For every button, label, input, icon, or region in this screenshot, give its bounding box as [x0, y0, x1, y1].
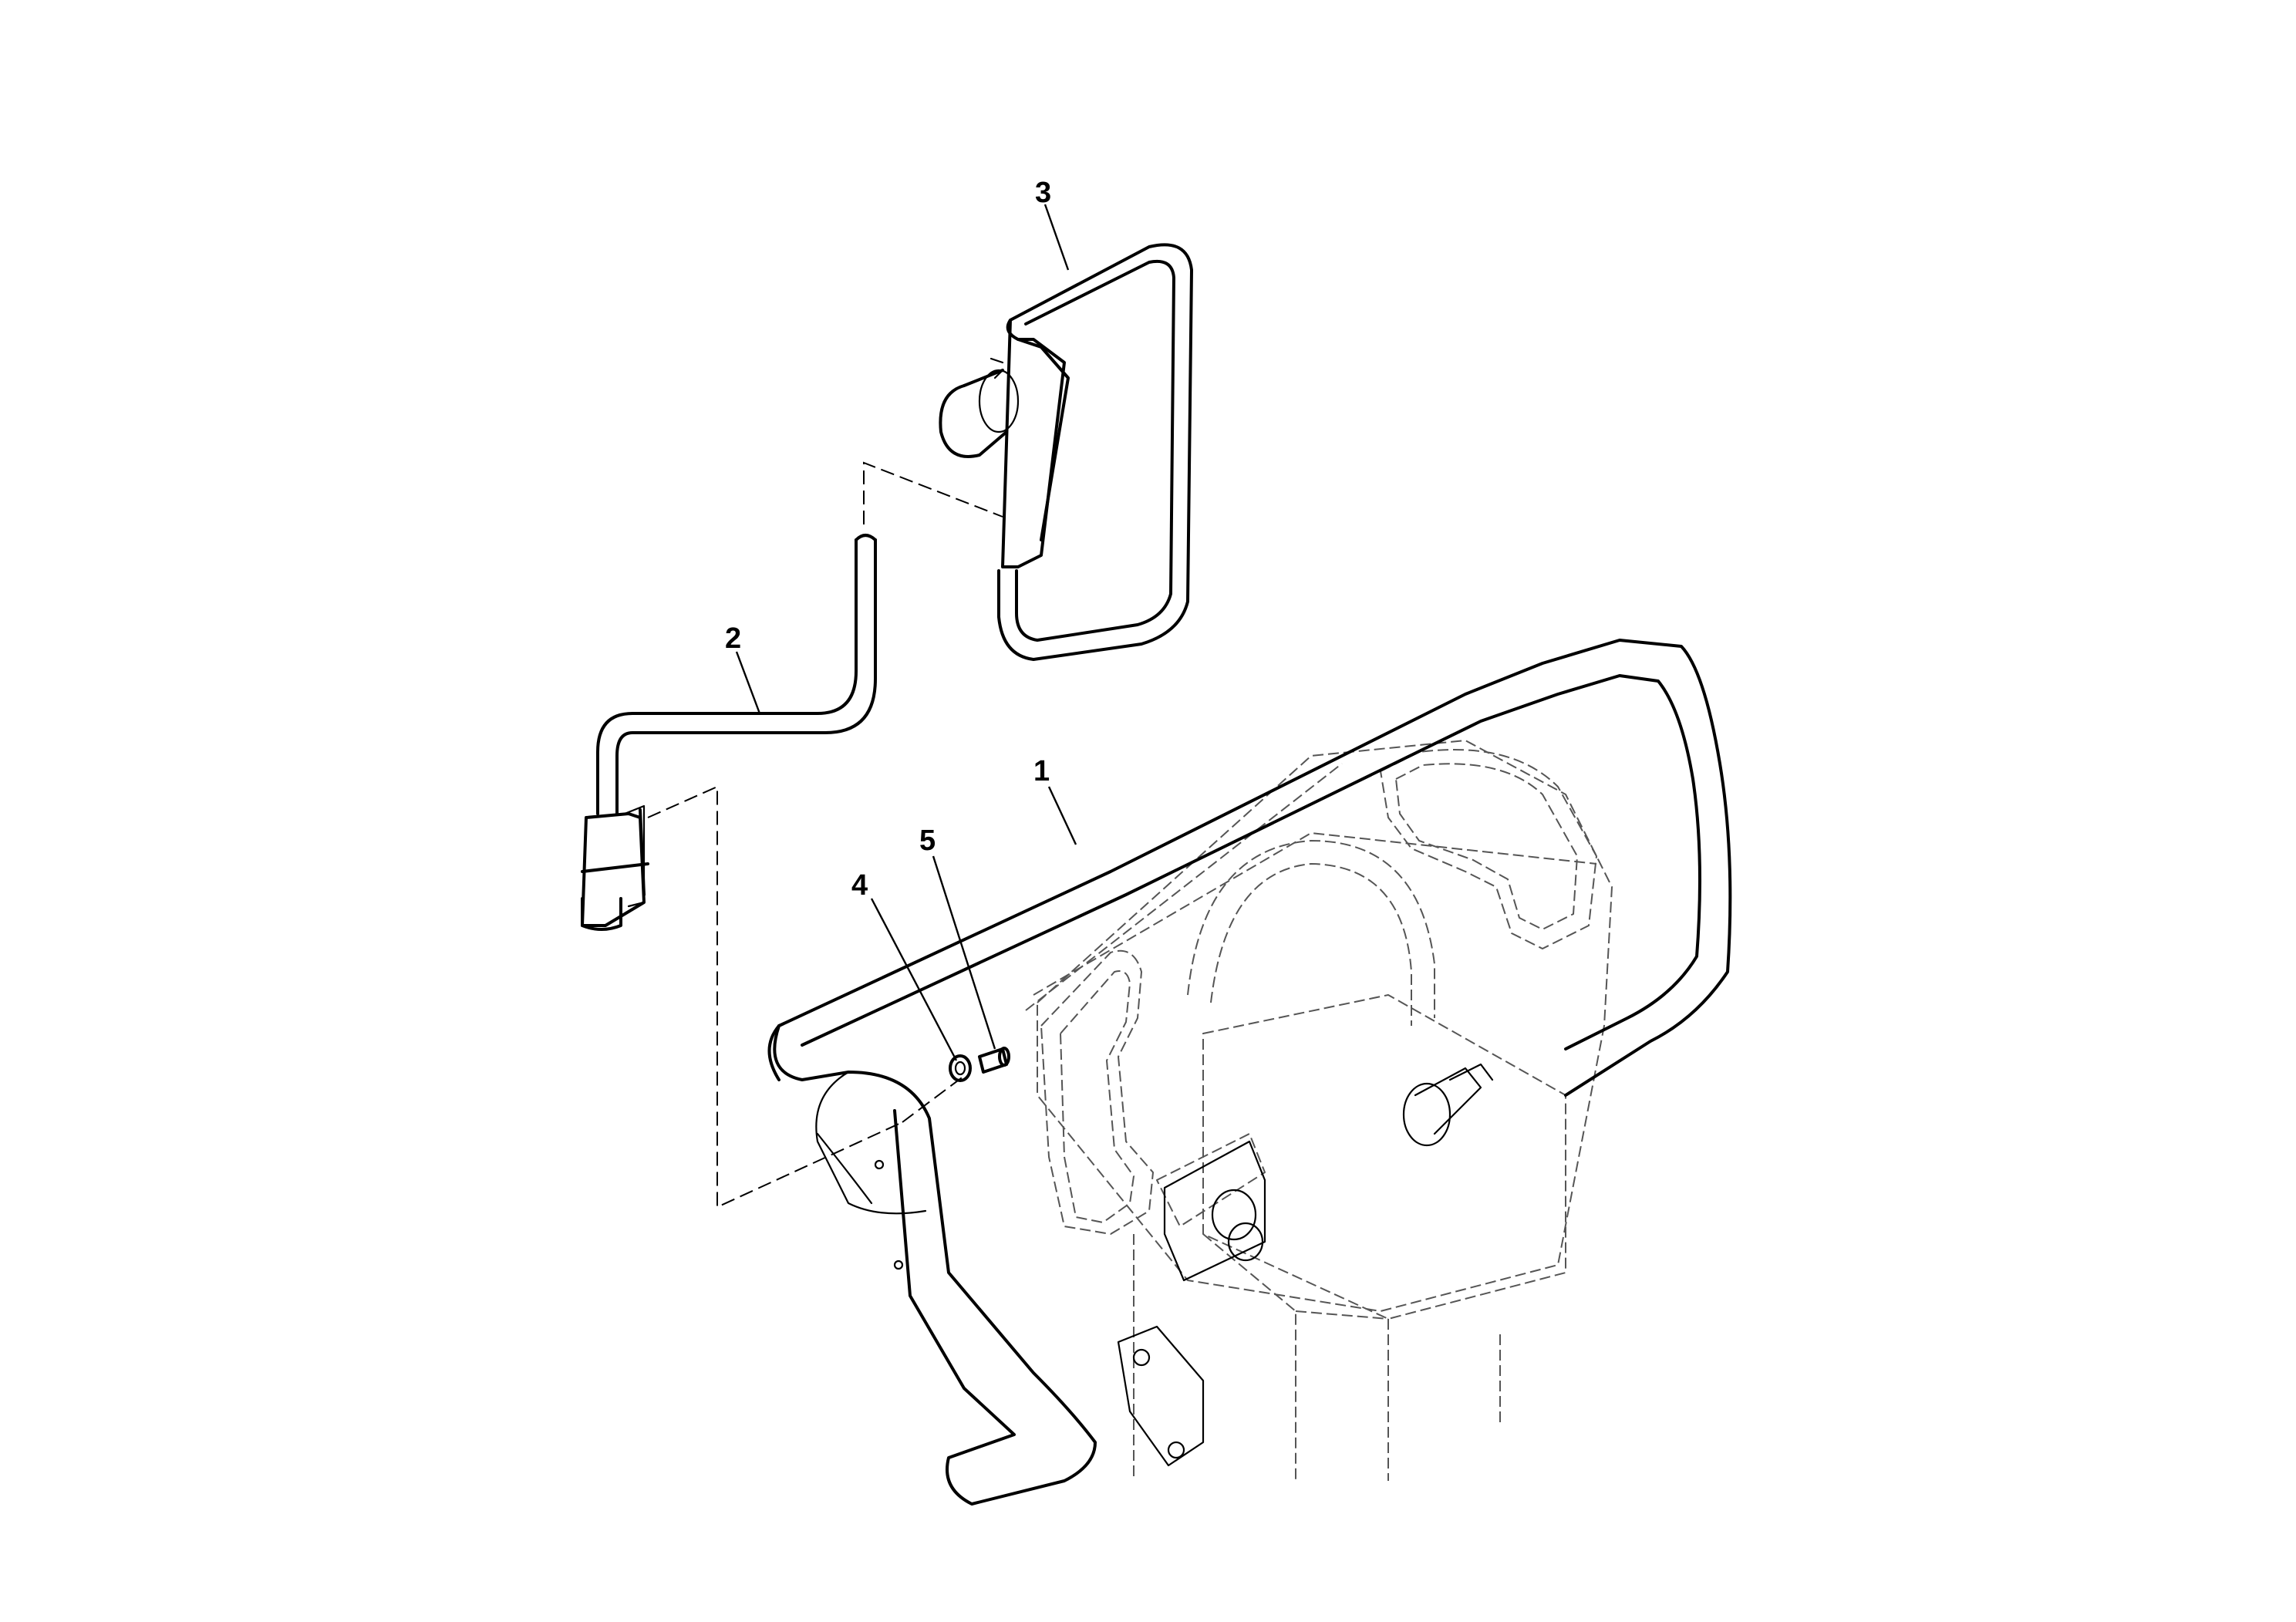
callout-1: 1 — [1033, 755, 1050, 787]
console-button — [1163, 1140, 1266, 1282]
callout-3: 3 — [1035, 177, 1051, 209]
part-4-washer — [949, 1054, 972, 1082]
part-3-mirror — [939, 243, 1193, 661]
callout-5: 5 — [919, 824, 936, 857]
part-5-bolt — [978, 1047, 1010, 1074]
console-knob — [1402, 1063, 1494, 1147]
part-2-mirror-arm — [581, 534, 877, 931]
console-phantom — [1025, 740, 1613, 1481]
assembly-lines — [647, 461, 1003, 1209]
leader-lines — [735, 204, 1077, 1061]
callout-2: 2 — [725, 622, 741, 655]
callout-4: 4 — [851, 869, 868, 902]
callouts: 3 2 1 4 5 — [725, 177, 1051, 902]
part-1-guard-rail — [767, 639, 1732, 1506]
